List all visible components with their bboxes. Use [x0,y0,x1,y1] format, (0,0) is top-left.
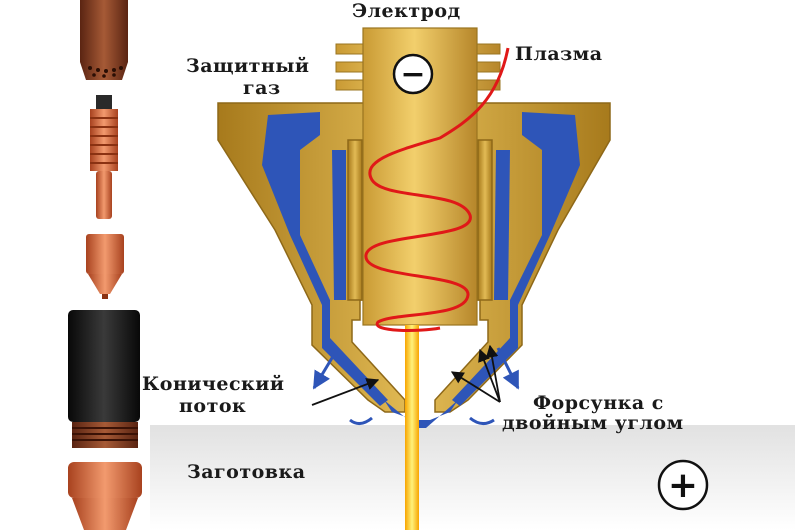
gas-channel-right [452,112,580,406]
shield-part [68,462,142,530]
nozzle-tip-lips [349,416,495,425]
plasma-jet [405,325,419,530]
label-plasma: Плазма [515,43,603,65]
conical-flow-arrow-left [312,347,340,390]
label-electrode: Электрод [352,0,461,22]
leader-arrows [311,344,501,406]
shield-cup-part [68,310,140,448]
label-nozzle-line1: Форсунка с [533,392,664,414]
consumables-column [68,0,142,530]
label-shield-gas-line1: Защитный [186,55,310,77]
electrode-negative-symbol [392,53,434,95]
electrode-negative-sign: − [400,57,425,92]
nozzle-tip-flow [384,400,458,428]
torch-cross-section: − [217,27,611,530]
label-conical-flow-line1: Конический [142,373,285,395]
inner-sleeve-left [347,139,363,301]
plasma-swirl [364,47,510,332]
conical-flow-arrow-right [496,347,520,390]
workpiece-positive-symbol [657,459,709,511]
label-nozzle-line2: двойным углом [502,412,684,434]
gas-inner-right [494,150,510,300]
label-shield-gas-line2: газ [243,77,281,99]
gas-inner-left [332,150,346,300]
gas-channel-left [262,112,388,406]
workpiece-surface [150,425,795,530]
label-workpiece: Заготовка [187,461,306,483]
nozzle-part [86,234,124,299]
workpiece-positive-sign: + [668,465,698,506]
inner-sleeve-right [477,139,493,301]
electrode-part [90,95,118,219]
label-conical-flow-line2: поток [179,395,247,417]
retaining-cap [80,0,128,80]
